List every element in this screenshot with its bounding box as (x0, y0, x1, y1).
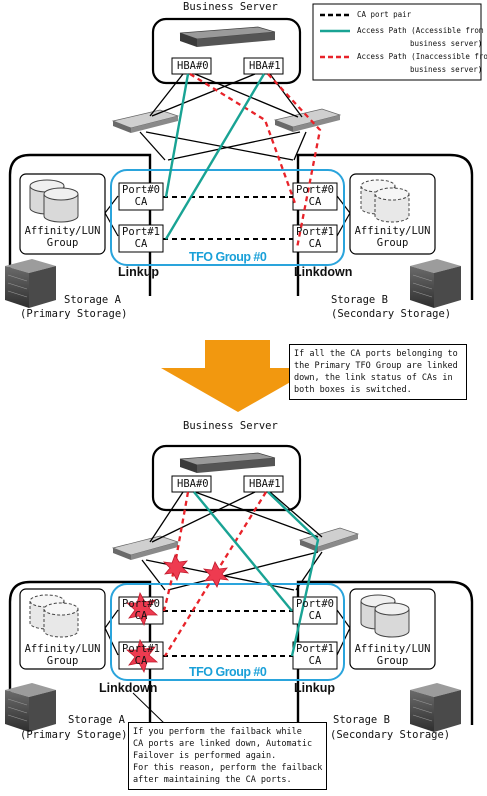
top-section (5, 17, 474, 308)
failback-note: If you perform the failback while CA por… (128, 722, 327, 790)
bottom-hba1-box (243, 475, 284, 493)
top-disks-a (29, 179, 79, 223)
top-storage-a-outline (8, 153, 152, 300)
top-storage-b-role: (Secondary Storage) (331, 308, 452, 320)
bottom-switch-right (298, 527, 360, 552)
bottom-tfo-group-outline (110, 583, 345, 681)
legend-access-ok-line1: Access Path (Accessible from (357, 26, 484, 35)
top-tfo-group-label: TFO Group #0 (189, 250, 267, 264)
failback-note-line: For this reason, perform the failback (133, 763, 323, 773)
failback-note-line: after maintaining the CA ports. (133, 775, 292, 785)
switch-note-line: both boxes is switched. (294, 385, 412, 395)
bottom-section (5, 444, 474, 732)
legend-access-ng-line2: business server) (410, 65, 483, 74)
bottom-hba0-label: HBA#0 (177, 478, 209, 490)
legend-access-ok-line2: business server) (410, 39, 483, 48)
bottom-ca-pairs (163, 610, 293, 657)
top-port1-a (118, 224, 164, 253)
top-hba1-label: HBA#1 (249, 60, 281, 72)
top-storage-a-label: Storage A (64, 294, 121, 306)
top-server-device (179, 26, 276, 47)
top-rack-a (5, 259, 56, 308)
failure-burst-port1 (125, 638, 159, 674)
bottom-storage-b-outline (296, 580, 474, 725)
switch-note-line: down, the link status of CAs in (294, 373, 453, 383)
switch-note-line: If all the CA ports belonging to (294, 349, 458, 359)
transition-arrow (161, 340, 315, 412)
top-state-left: Linkup (118, 265, 159, 279)
note-pointer (132, 692, 166, 725)
switch-note: If all the CA ports belonging to the Pri… (289, 344, 467, 400)
bottom-rack-b (410, 683, 461, 732)
top-switch-left (111, 109, 180, 133)
legend-box (312, 3, 482, 81)
top-port0-b (292, 182, 338, 211)
bottom-server-device (179, 452, 276, 473)
bottom-state-right: Linkup (294, 681, 335, 695)
failure-burst-switch-2 (202, 561, 230, 588)
top-storage-b-outline (296, 153, 474, 300)
bottom-hba0-box (171, 475, 212, 493)
bottom-switch-left (111, 535, 180, 560)
legend-access-ng-line1: Access Path (Inaccessible from (357, 52, 487, 61)
top-black-paths (139, 73, 307, 161)
failback-note-line: Failover is performed again. (133, 751, 277, 761)
bottom-storage-b-label: Storage B (333, 714, 390, 726)
top-inaccessible-paths (189, 73, 322, 249)
top-rack-b (410, 259, 461, 308)
top-switch-right (273, 108, 342, 132)
bottom-storage-a-label: Storage A (68, 714, 125, 726)
top-storage-a-role: (Primary Storage) (20, 308, 128, 320)
top-disks-b (360, 179, 410, 223)
bottom-tfo-group-label: TFO Group #0 (189, 665, 267, 679)
bottom-storage-a-role: (Primary Storage) (20, 729, 128, 741)
bottom-rack-a (5, 683, 56, 732)
switch-note-line: the Primary TFO Group are linked (294, 361, 458, 371)
top-tfo-group-outline (110, 169, 345, 266)
failure-bursts (125, 554, 230, 674)
bottom-disks-b (360, 594, 410, 638)
top-hba0-label: HBA#0 (177, 60, 209, 72)
bottom-storage-a-outline (8, 580, 152, 725)
bottom-disks-a (29, 594, 79, 638)
top-storage-b-label: Storage B (331, 294, 388, 306)
bottom-state-left: Linkdown (99, 681, 158, 695)
legend-ca-port-pair: CA port pair (357, 10, 412, 19)
legend (312, 3, 482, 81)
top-accessible-paths (164, 73, 266, 240)
bottom-server-title: Business Server (183, 420, 278, 432)
failback-note-line: CA ports are linked down, Automatic (133, 739, 313, 749)
failure-burst-switch-1 (162, 554, 190, 581)
bottom-hba1-label: HBA#1 (249, 478, 281, 490)
top-ca-pairs (163, 196, 293, 240)
bottom-storage-b-role: (Secondary Storage) (330, 729, 451, 741)
top-state-right: Linkdown (294, 265, 353, 279)
failback-note-line: If you perform the failback while (133, 727, 302, 737)
top-port0-a (118, 182, 164, 211)
failure-burst-port0 (125, 591, 159, 627)
top-server-title: Business Server (183, 1, 278, 13)
bottom-accessible-paths (193, 491, 320, 657)
